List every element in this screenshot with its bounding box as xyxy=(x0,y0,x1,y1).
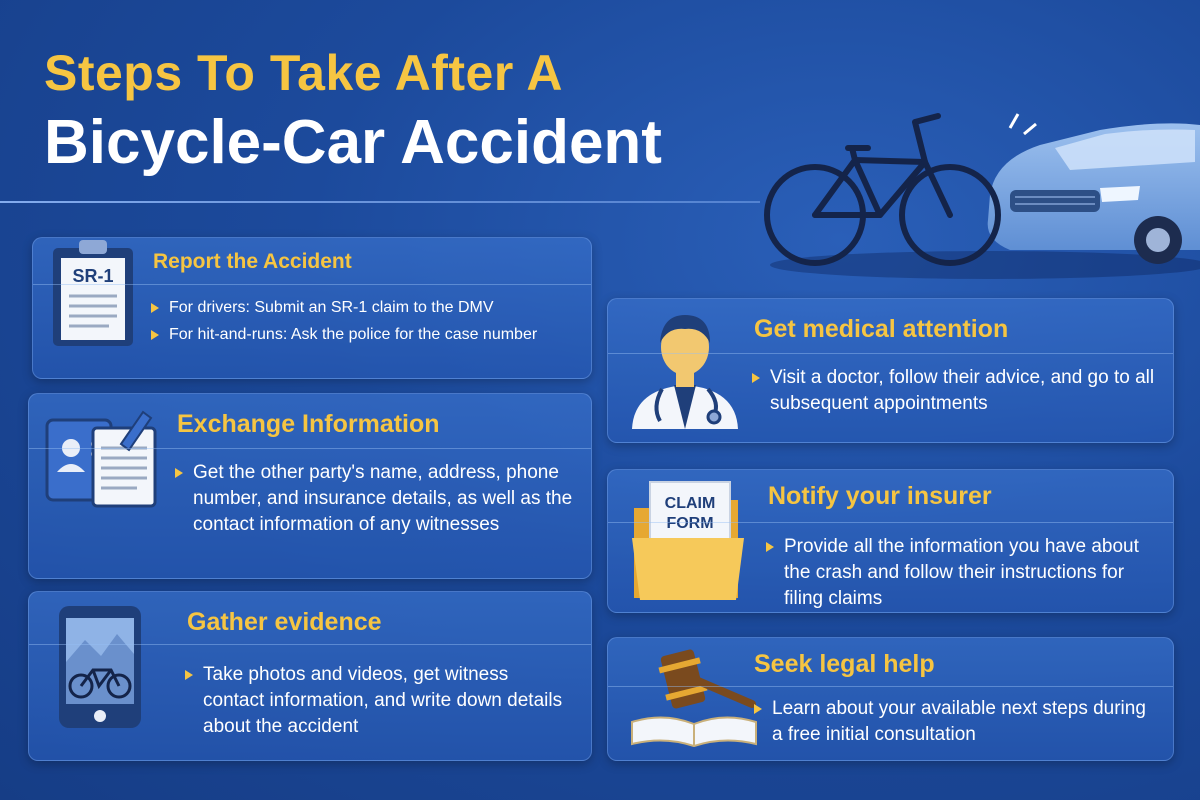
gavel-book-icon xyxy=(631,649,757,748)
step-divider xyxy=(29,644,591,645)
step-bullets-insurer: Provide all the information you have abo… xyxy=(766,534,1161,612)
step-heading-insurer: Notify your insurer xyxy=(768,482,992,510)
title-line-1: Steps To Take After A xyxy=(44,45,563,101)
bullet-item: Get the other party's name, address, pho… xyxy=(175,460,575,538)
step-bullets-medical: Visit a doctor, follow their advice, and… xyxy=(752,365,1157,417)
step-card-medical: Get medical attention Visit a doctor, fo… xyxy=(607,298,1174,443)
bullet-item: For hit-and-runs: Ask the police for the… xyxy=(151,323,571,346)
step-divider xyxy=(608,522,1173,523)
step-card-insurer: CLAIM FORM Notify your insurer Provide a… xyxy=(607,469,1174,613)
phone-camera-bike-icon xyxy=(59,606,141,728)
id-card-documents-icon xyxy=(45,410,157,508)
step-card-exchange: Exchange Information Get the other party… xyxy=(28,393,592,579)
step-divider xyxy=(608,353,1173,354)
bullet-item: Provide all the information you have abo… xyxy=(766,534,1161,612)
step-divider xyxy=(29,448,591,449)
step-heading-exchange: Exchange Information xyxy=(177,410,440,438)
car-icon xyxy=(987,113,1200,264)
doctor-icon xyxy=(632,315,738,429)
page-title: Steps To Take After A Bicycle-Car Accide… xyxy=(44,48,662,174)
title-line-2: Bicycle-Car Accident xyxy=(44,108,662,177)
step-heading-report: Report the Accident xyxy=(153,250,352,273)
form-icon-label: FORM xyxy=(666,515,713,532)
claim-form-folder-icon: CLAIM FORM xyxy=(632,481,744,600)
step-bullets-exchange: Get the other party's name, address, pho… xyxy=(175,460,575,538)
step-bullets-legal: Learn about your available next steps du… xyxy=(754,696,1159,748)
step-bullets-report: For drivers: Submit an SR-1 claim to the… xyxy=(151,296,571,346)
step-divider xyxy=(33,284,591,285)
bullet-item: Visit a doctor, follow their advice, and… xyxy=(752,365,1157,417)
step-divider xyxy=(608,686,1173,687)
step-heading-legal: Seek legal help xyxy=(754,650,935,678)
bullet-item: Learn about your available next steps du… xyxy=(754,696,1159,748)
clipboard-sr1-icon: SR-1 xyxy=(53,240,133,346)
step-card-gather: Gather evidence Take photos and videos, … xyxy=(28,591,592,761)
step-heading-medical: Get medical attention xyxy=(754,315,1009,343)
claim-icon-label: CLAIM xyxy=(665,495,716,512)
sr1-icon-label: SR-1 xyxy=(72,266,113,286)
bullet-item: For drivers: Submit an SR-1 claim to the… xyxy=(151,296,571,319)
step-card-legal: Seek legal help Learn about your availab… xyxy=(607,637,1174,761)
step-card-report: SR-1 Report the Accident For drivers: Su… xyxy=(32,237,592,379)
bicycle-car-illustration xyxy=(764,113,1200,279)
bicycle-icon xyxy=(764,113,1001,266)
step-heading-gather: Gather evidence xyxy=(187,608,382,636)
title-divider xyxy=(0,201,760,203)
bullet-item: Take photos and videos, get witness cont… xyxy=(185,662,565,740)
step-bullets-gather: Take photos and videos, get witness cont… xyxy=(185,662,565,740)
